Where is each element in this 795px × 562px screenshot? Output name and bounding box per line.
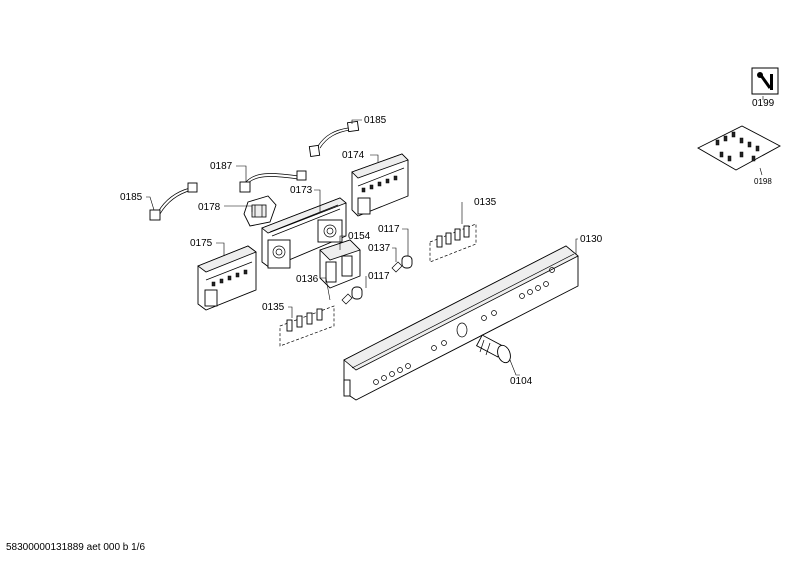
control-board-0174[interactable]: [351, 153, 409, 217]
label-0185-left: 0185: [120, 192, 143, 203]
label-0178: 0178: [198, 202, 221, 213]
label-0130: 0130: [580, 234, 603, 245]
label-0185-upper: 0185: [364, 115, 387, 126]
light-cap-upper[interactable]: [401, 255, 413, 269]
control-knob-0104[interactable]: [475, 334, 513, 364]
label-0187: 0187: [210, 161, 233, 172]
control-module-0173[interactable]: [261, 197, 347, 269]
wire-harness-middle[interactable]: [239, 170, 307, 193]
label-0117-lower: 0117: [368, 271, 390, 282]
label-0135-upper: 0135: [474, 197, 497, 208]
spring-clip-lower[interactable]: [341, 293, 353, 305]
label-0154: 0154: [348, 231, 371, 242]
fascia-panel-0130[interactable]: [343, 245, 579, 401]
label-0173: 0173: [290, 185, 313, 196]
switch-strip-lower[interactable]: [279, 305, 335, 347]
document-footer: 58300000131889 aet 000 b 1/6: [6, 542, 146, 553]
wire-harness-upper[interactable]: [308, 120, 360, 158]
control-board-0175[interactable]: [197, 245, 257, 311]
wire-harness-left[interactable]: [149, 182, 198, 221]
light-cap-lower[interactable]: [351, 286, 363, 300]
leader-lines: [146, 96, 764, 376]
part-labels: 0185 0174 0187 0173 0185 0178 0175 0154 …: [120, 98, 775, 387]
bracket-0178[interactable]: [243, 195, 277, 227]
label-0175: 0175: [190, 238, 213, 249]
label-0174: 0174: [342, 150, 365, 161]
wrench-service-icon: [751, 67, 779, 95]
label-0135-lower: 0135: [262, 302, 285, 313]
label-0117-upper: 0117: [378, 224, 400, 235]
spring-clip-upper[interactable]: [391, 261, 403, 273]
label-0137: 0137: [368, 243, 391, 254]
switch-strip-upper[interactable]: [429, 223, 477, 263]
label-0198: 0198: [754, 177, 772, 186]
label-0136: 0136: [296, 274, 319, 285]
screw-kit-0198[interactable]: [697, 125, 781, 171]
label-0199: 0199: [752, 98, 775, 109]
label-0104: 0104: [510, 376, 533, 387]
